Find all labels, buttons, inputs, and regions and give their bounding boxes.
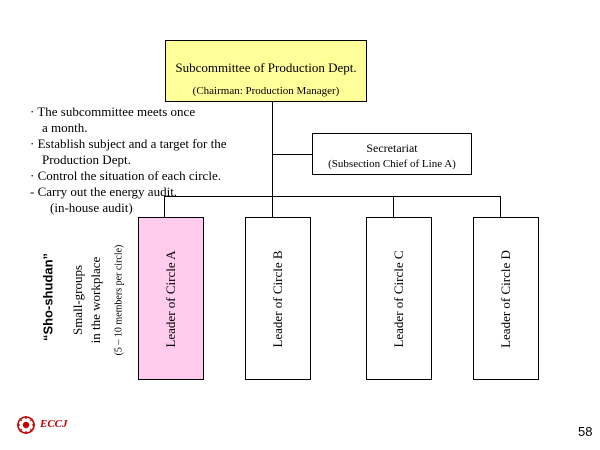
leader-circle-a-label: Leader of Circle A — [163, 249, 178, 348]
eccj-logo-text: ECCJ — [40, 418, 68, 430]
secretariat-title: Secretariat — [366, 141, 418, 155]
connector-circle-c — [393, 196, 394, 217]
subcommittee-box: Subcommittee of Production Dept. (Chairm… — [165, 40, 367, 102]
duty-line: a month. — [42, 120, 88, 135]
leader-circle-b-box: Leader of Circle B — [245, 217, 311, 380]
eccj-logo-icon — [17, 416, 35, 434]
duty-line: Production Dept. — [42, 152, 131, 167]
sho-shudan-label: “Sho-shudan” — [40, 252, 56, 342]
leader-circle-c-box: Leader of Circle C — [366, 217, 432, 380]
duty-line: (in-house audit) — [50, 200, 133, 215]
members-per-circle-label: (5 – 10 members per circle) — [113, 244, 125, 356]
subcommittee-duties-list: · The subcommittee meets once a month. ·… — [30, 104, 227, 216]
leader-circle-d-box: Leader of Circle D — [473, 217, 539, 380]
connector-trunk — [272, 102, 273, 217]
duty-line: · The subcommittee meets once — [30, 104, 196, 119]
connector-horizontal-bus — [164, 196, 501, 197]
in-workplace-label: in the workplace — [88, 256, 103, 344]
secretariat-box: Secretariat (Subsection Chief of Line A) — [312, 133, 472, 175]
duty-line: · Control the situation of each circle. — [30, 168, 221, 183]
leader-circle-c-label: Leader of Circle C — [391, 249, 406, 348]
page-number: 58 — [578, 424, 593, 439]
duty-line: · Establish subject and a target for the — [30, 136, 227, 151]
connector-secretariat — [272, 154, 312, 155]
small-groups-label: Small-groups — [70, 264, 85, 336]
connector-circle-a — [164, 196, 165, 217]
duty-line: - Carry out the energy audit. — [30, 184, 178, 199]
leader-circle-d-label: Leader of Circle D — [498, 249, 513, 348]
leader-circle-b-label: Leader of Circle B — [270, 249, 285, 348]
secretariat-subtitle: (Subsection Chief of Line A) — [328, 158, 456, 170]
connector-circle-d — [500, 196, 501, 217]
leader-circle-a-box: Leader of Circle A — [138, 217, 204, 380]
subcommittee-chairman: (Chairman: Production Manager) — [192, 85, 340, 97]
subcommittee-title: Subcommittee of Production Dept. — [175, 60, 357, 75]
